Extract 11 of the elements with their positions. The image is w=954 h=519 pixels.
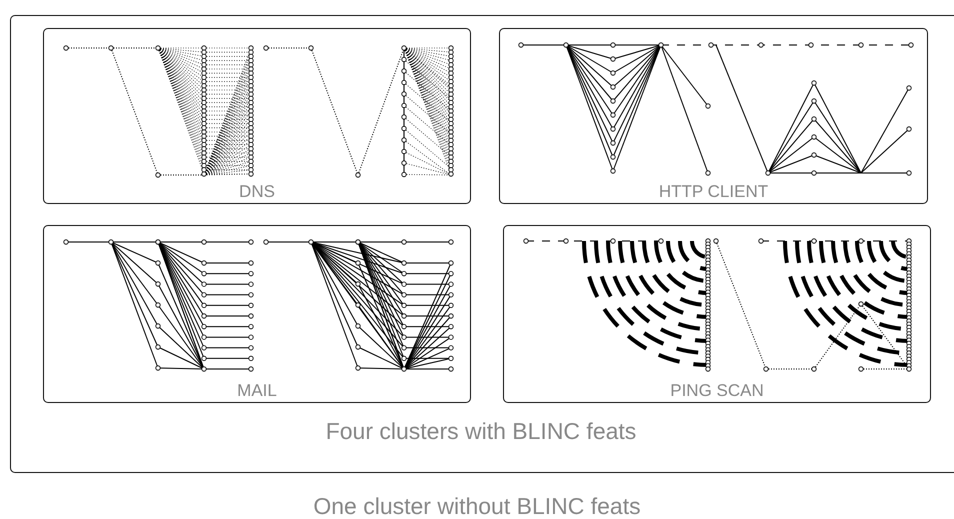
cluster-title: PING SCAN [669,381,765,401]
outer-cluster-box [10,15,954,473]
cluster-title: MAIL [236,381,278,401]
cluster-panel [499,28,928,204]
caption: One cluster without BLINC feats [312,493,642,519]
cluster-title: DNS [238,182,276,202]
cluster-panel [503,225,931,403]
cluster-title: HTTP CLIENT [658,182,770,202]
cluster-group-title: Four clusters with BLINC feats [324,418,638,445]
cluster-panel [43,28,471,204]
cluster-panel [43,225,471,403]
